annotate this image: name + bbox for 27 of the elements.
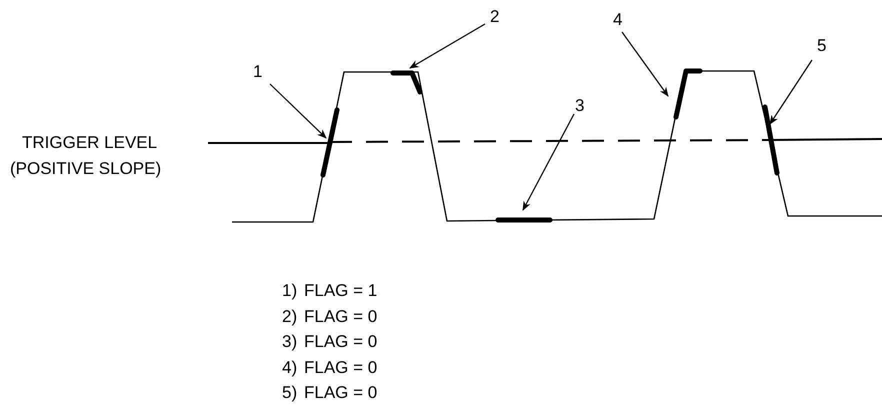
callout-number: 1: [253, 62, 262, 82]
slope-note: (POSITIVE SLOPE): [10, 159, 162, 179]
flag-value: FLAG = 0: [304, 306, 378, 326]
list-number: 4): [282, 358, 298, 378]
leader-line: [409, 23, 486, 69]
flag-value: FLAG = 1: [304, 281, 378, 301]
trigger-level-label: TRIGGER LEVEL: [22, 133, 158, 153]
list-number: 2): [282, 306, 298, 326]
list-number: 1): [282, 281, 298, 301]
leader-line: [270, 84, 327, 139]
flag-value: FLAG = 0: [304, 383, 378, 403]
callout-number: 4: [613, 10, 622, 30]
list-number: 5): [282, 383, 298, 403]
flag-value: FLAG = 0: [304, 332, 378, 352]
leader-line: [522, 114, 575, 211]
callout-number: 3: [575, 96, 584, 116]
list-number: 3): [282, 332, 298, 352]
highlight-mark: [762, 104, 780, 176]
highlight-mark: [674, 68, 702, 120]
highlight-mark: [320, 108, 340, 178]
callout-number: 5: [817, 36, 826, 56]
leader-line: [622, 32, 669, 97]
flag-value: FLAG = 0: [304, 358, 378, 378]
callout-number: 2: [490, 7, 500, 27]
leader-line: [769, 60, 812, 125]
highlight-mark: [496, 218, 552, 222]
highlight-mark: [390, 70, 422, 94]
